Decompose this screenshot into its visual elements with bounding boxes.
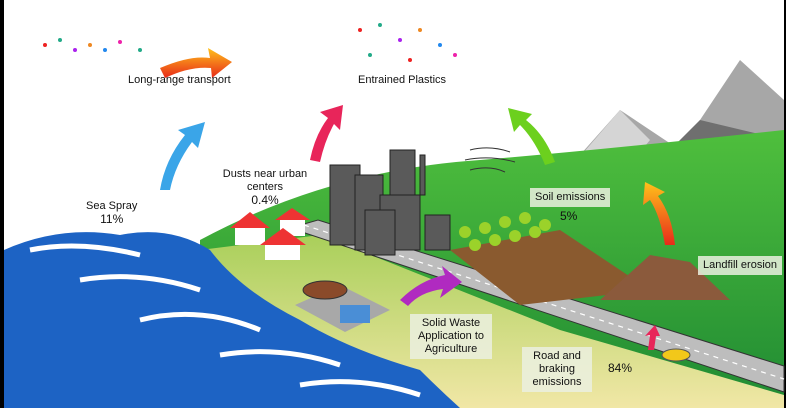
- dusts-percent: 0.4%: [251, 193, 279, 207]
- crop-field: [450, 230, 650, 305]
- dusts-text: Dusts near urban centers: [222, 168, 308, 193]
- sea-spray-arrow: [160, 122, 205, 190]
- label-long-range-transport: Long-range transport: [128, 74, 231, 86]
- plastic-particles: [43, 23, 457, 62]
- urban-dust-arrow: [310, 105, 343, 162]
- wind-lines: [464, 147, 516, 173]
- road-emission-arrow: [645, 325, 660, 350]
- long-range-arrow: [160, 48, 232, 78]
- label-soil-emissions: Soil emissions: [530, 188, 611, 207]
- car: [661, 348, 691, 362]
- label-entrained-plastics: Entrained Plastics: [358, 74, 447, 86]
- label-sea-spray: Sea Spray 11%: [86, 200, 137, 226]
- label-road-braking: Road and braking emissions: [522, 347, 592, 392]
- city-buildings: [329, 149, 451, 256]
- landfill-pile: [600, 255, 730, 300]
- crops: [459, 212, 551, 251]
- label-dusts: Dusts near urban centers 0.4%: [220, 168, 310, 207]
- label-solid-waste: Solid Waste Application to Agriculture: [410, 314, 492, 359]
- road-percent: 84%: [608, 361, 633, 375]
- treatment-plant: [295, 280, 390, 332]
- road: [288, 219, 785, 393]
- sea-spray-text: Sea Spray: [86, 200, 138, 212]
- soil-emission-arrow: [508, 108, 555, 165]
- landfill-arrow: [643, 182, 675, 245]
- houses: [230, 208, 310, 260]
- soil-percent: 5%: [560, 209, 578, 223]
- wave-crests: [29, 243, 421, 398]
- label-landfill-erosion: Landfill erosion: [698, 256, 782, 275]
- sea-spray-percent: 11%: [100, 212, 124, 226]
- solid-waste-arrow: [400, 266, 462, 306]
